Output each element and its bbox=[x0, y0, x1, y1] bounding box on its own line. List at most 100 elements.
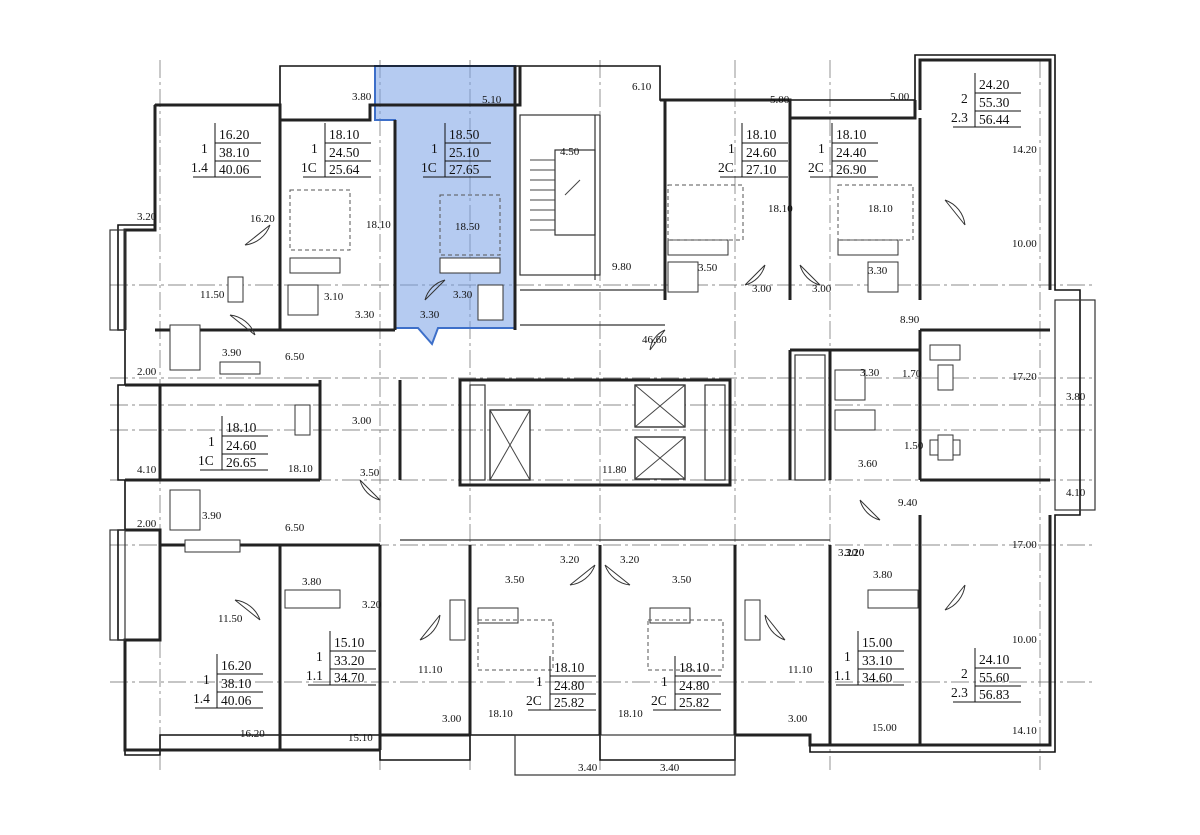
apartment-living-area: 18.10 bbox=[226, 420, 257, 435]
apartment-living-area: 18.10 bbox=[679, 660, 710, 675]
room-area-label: 1.50 bbox=[904, 440, 924, 452]
apartment-coefficient: 1С bbox=[198, 453, 214, 468]
room-area-label: 3.20 bbox=[137, 211, 157, 223]
room-area-label: 10.00 bbox=[1012, 238, 1037, 250]
room-area-label: 3.20 bbox=[620, 554, 640, 566]
room-area-label: 15.00 bbox=[872, 722, 897, 734]
apartment-living-area: 24.20 bbox=[979, 77, 1010, 92]
apartment-coefficient: 1С bbox=[421, 160, 437, 175]
apartment-rooms-count: 1 bbox=[201, 141, 208, 156]
room-area-label: 3.80 bbox=[352, 91, 372, 103]
apartment-coefficient: 2С bbox=[718, 160, 734, 175]
stairwell bbox=[519, 114, 601, 280]
apartment-coefficient: 2.3 bbox=[951, 685, 968, 700]
room-area-label: 11.50 bbox=[200, 289, 225, 301]
room-area-label: 3.20 bbox=[838, 547, 858, 559]
room-area-label: 3.20 bbox=[845, 547, 865, 559]
apartment-living-area: 18.50 bbox=[449, 127, 480, 142]
room-area-label: 3.20 bbox=[560, 554, 580, 566]
room-area-label: 6.50 bbox=[285, 351, 305, 363]
room-area-label: 8.90 bbox=[900, 314, 920, 326]
apartment-total-area: 24.50 bbox=[329, 145, 360, 160]
room-area-label: 3.20 bbox=[845, 547, 865, 559]
room-area-label: 3.60 bbox=[858, 458, 878, 470]
apartment-living-area: 15.00 bbox=[862, 635, 893, 650]
apartment-full-area: 56.44 bbox=[979, 112, 1010, 127]
room-area-label: 3.00 bbox=[352, 415, 372, 427]
room-area-label: 3.30 bbox=[860, 367, 880, 379]
room-area-label: 4.50 bbox=[560, 146, 580, 158]
room-area-label: 46.60 bbox=[642, 334, 667, 346]
room-area-label: 2.00 bbox=[137, 366, 157, 378]
apartment-rooms-count: 1 bbox=[728, 141, 735, 156]
building-outline bbox=[109, 54, 1096, 776]
room-area-label: 16.20 bbox=[250, 213, 275, 225]
axis-grid bbox=[110, 60, 1095, 770]
apartment-rooms-count: 1 bbox=[844, 649, 851, 664]
apartment-living-area: 18.10 bbox=[746, 127, 777, 142]
apartment-full-area: 25.82 bbox=[679, 695, 709, 710]
apartment-coefficient: 2С bbox=[526, 693, 542, 708]
room-area-label: 2.00 bbox=[137, 518, 157, 530]
apartment-total-area: 38.10 bbox=[219, 145, 250, 160]
room-area-label: 17.20 bbox=[1012, 371, 1037, 383]
room-area-label: 18.10 bbox=[868, 203, 893, 215]
room-area-label: 9.80 bbox=[612, 261, 632, 273]
apartment-coefficient: 1.1 bbox=[306, 668, 323, 683]
room-area-label: 5.00 bbox=[770, 94, 790, 106]
room-area-label: 3.90 bbox=[222, 347, 242, 359]
room-area-label: 3.90 bbox=[202, 510, 222, 522]
apartment-full-area: 25.82 bbox=[554, 695, 584, 710]
apartment-rooms-count: 1 bbox=[431, 141, 438, 156]
apartment-living-area: 18.10 bbox=[554, 660, 585, 675]
room-area-label: 3.30 bbox=[868, 265, 888, 277]
room-area-label: 3.30 bbox=[453, 289, 473, 301]
room-area-label: 11.10 bbox=[418, 664, 443, 676]
apartment-rooms-count: 2 bbox=[961, 666, 968, 681]
room-area-label: 18.10 bbox=[768, 203, 793, 215]
room-area-label: 18.50 bbox=[455, 221, 480, 233]
apartment-coefficient: 1.4 bbox=[191, 160, 208, 175]
room-area-label: 6.50 bbox=[285, 522, 305, 534]
apartment-rooms-count: 1 bbox=[818, 141, 825, 156]
room-area-label: 3.00 bbox=[812, 283, 832, 295]
apartment-coefficient: 1С bbox=[301, 160, 317, 175]
room-area-label: 3.00 bbox=[752, 283, 772, 295]
room-area-label: 10.00 bbox=[1012, 634, 1037, 646]
room-area-label: 17.00 bbox=[1012, 539, 1037, 551]
room-area-label: 4.10 bbox=[137, 464, 157, 476]
apartment-rooms-count: 1 bbox=[208, 434, 215, 449]
apartment-full-area: 26.65 bbox=[226, 455, 257, 470]
apartment-total-area: 55.30 bbox=[979, 95, 1010, 110]
room-area-label: 18.10 bbox=[366, 219, 391, 231]
apartment-box-apt-tl-corner[interactable]: 1 16.20 38.10 1.4 40.06 bbox=[191, 123, 261, 178]
room-area-label: 18.10 bbox=[618, 708, 643, 720]
apartment-rooms-count: 1 bbox=[311, 141, 318, 156]
fixtures bbox=[169, 239, 961, 641]
apartment-living-area: 16.20 bbox=[219, 127, 250, 142]
room-area-label: 3.40 bbox=[578, 762, 598, 774]
apartment-full-area: 40.06 bbox=[219, 162, 250, 177]
room-area-label: 11.80 bbox=[602, 464, 627, 476]
room-area-label: 3.50 bbox=[698, 262, 718, 274]
apartment-rooms-count: 1 bbox=[316, 649, 323, 664]
room-area-label: 11.50 bbox=[218, 613, 243, 625]
apartment-rooms-count: 2 bbox=[961, 91, 968, 106]
room-area-label: 18.10 bbox=[488, 708, 513, 720]
apartment-full-area: 26.90 bbox=[836, 162, 867, 177]
room-area-label: 4.10 bbox=[1066, 487, 1086, 499]
